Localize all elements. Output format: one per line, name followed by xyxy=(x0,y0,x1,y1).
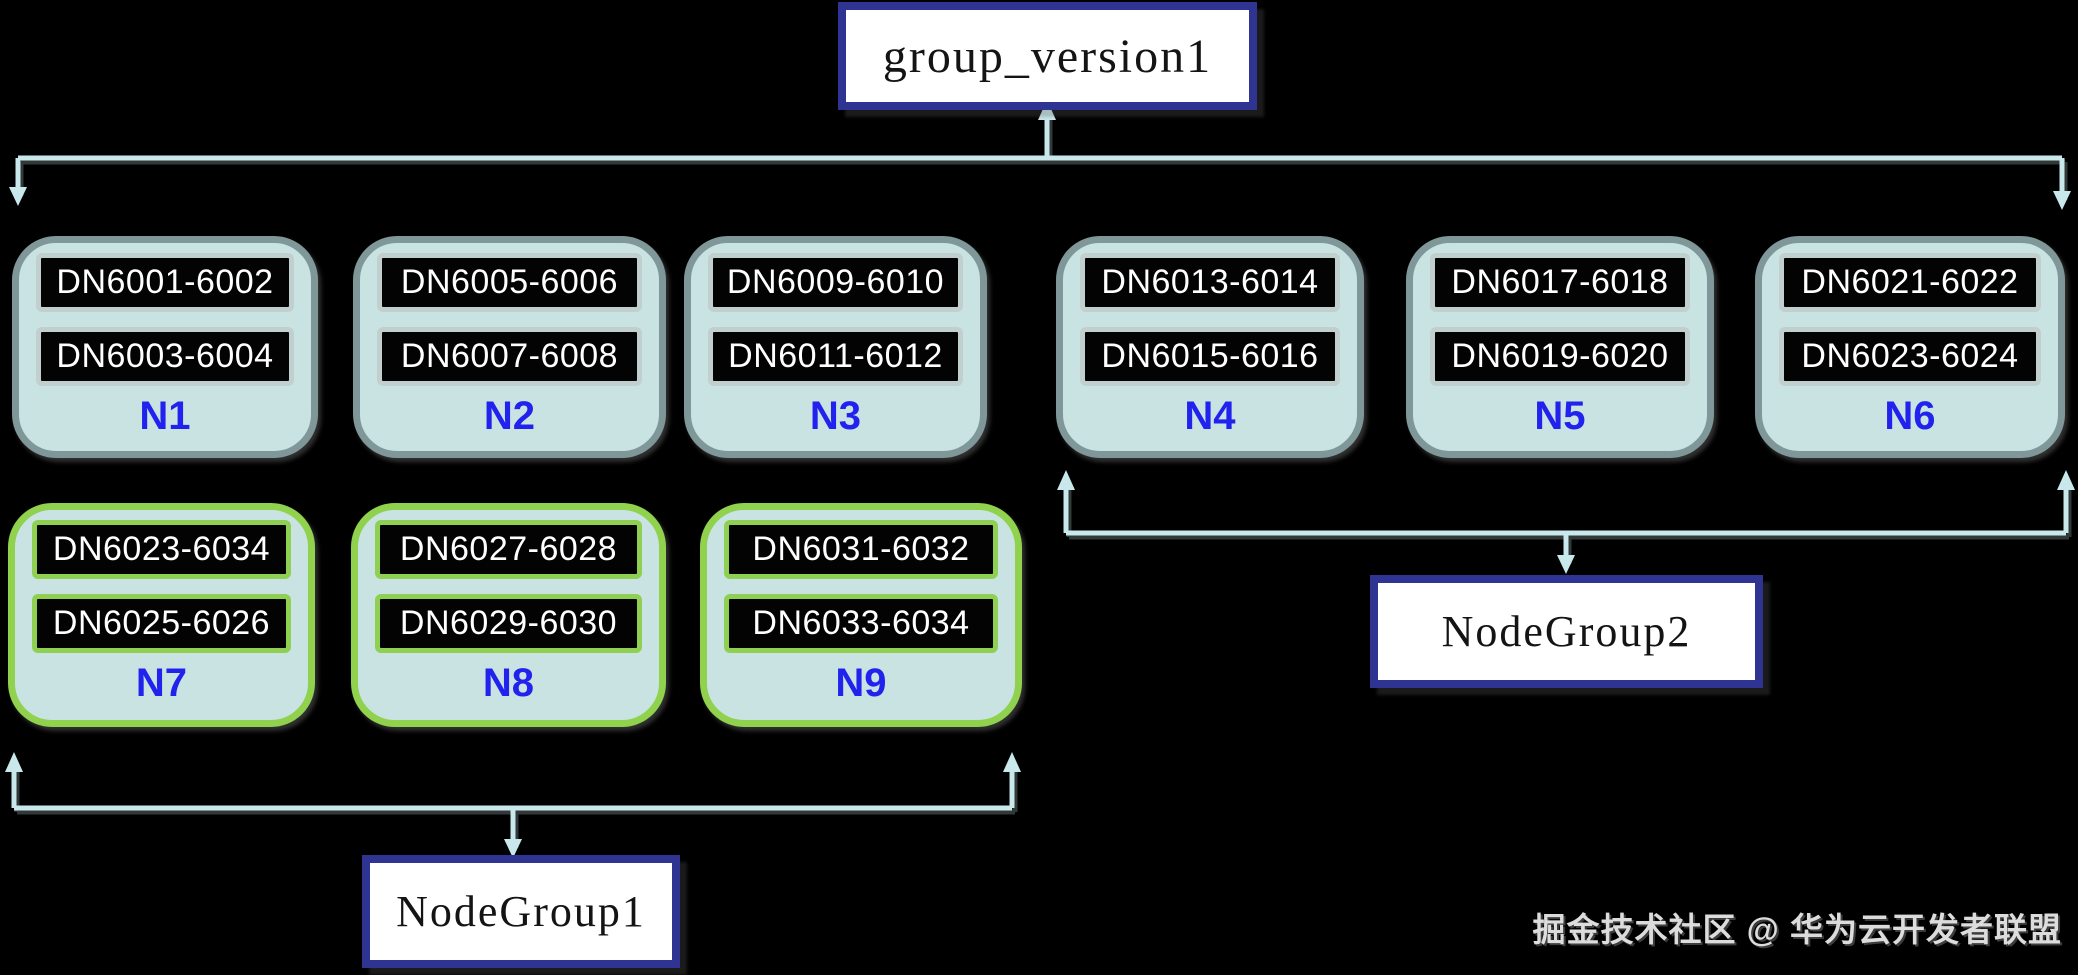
node-box-n6: DN6021-6022 DN6023-6024 N6 xyxy=(1755,236,2065,458)
arrow-up-icon xyxy=(1038,100,1056,120)
node-box-n4: DN6013-6014 DN6015-6016 N4 xyxy=(1056,236,1364,458)
arrow-down-icon xyxy=(9,187,27,206)
dn-range-chip: DN6023-6034 xyxy=(32,520,291,579)
arrow-up-icon xyxy=(1057,470,1075,490)
dn-range-label: DN6007-6008 xyxy=(400,337,619,375)
dn-range-chip: DN6017-6018 xyxy=(1430,253,1690,312)
dn-range-chip: DN6027-6028 xyxy=(375,520,642,579)
node-box-n7: DN6023-6034 DN6025-6026 N7 xyxy=(8,503,315,727)
nodegroup1-box: NodeGroup1 xyxy=(362,855,680,968)
arrow-down-icon xyxy=(1557,555,1575,574)
dn-range-label: DN6009-6010 xyxy=(726,263,945,301)
dn-range-label: DN6021-6022 xyxy=(1801,263,2019,301)
nodegroup2-box: NodeGroup2 xyxy=(1370,575,1763,688)
dn-range-label: DN6011-6012 xyxy=(728,337,943,375)
group-version-box: group_version1 xyxy=(838,2,1257,110)
dn-range-chip: DN6015-6016 xyxy=(1080,327,1340,386)
node-id-label: N9 xyxy=(835,661,887,705)
node-id-label: N3 xyxy=(809,394,862,438)
watermark-text: 掘金技术社区 @ 华为云开发者联盟 xyxy=(1532,911,2062,948)
dn-range-chip: DN6031-6032 xyxy=(724,520,998,579)
nodegroup2-label: NodeGroup2 xyxy=(1441,607,1692,656)
dn-range-label: DN6019-6020 xyxy=(1451,337,1669,375)
dn-range-label: DN6023-6034 xyxy=(52,530,271,568)
node-id-label: N1 xyxy=(139,394,191,438)
dn-range-label: DN6017-6018 xyxy=(1451,263,1669,301)
dn-range-label: DN6023-6024 xyxy=(1801,337,2019,375)
connector-arrowheads xyxy=(5,100,2075,858)
top-bracket-line xyxy=(15,114,2065,196)
dn-range-label: DN6025-6026 xyxy=(52,604,271,642)
node-box-n5: DN6017-6018 DN6019-6020 N5 xyxy=(1406,236,1714,458)
dn-range-chip: DN6001-6002 xyxy=(36,253,294,312)
dn-range-chip: DN6033-6034 xyxy=(724,594,998,653)
nodegroup1-bracket-line xyxy=(11,766,1015,844)
node-box-n9: DN6031-6032 DN6033-6034 N9 xyxy=(700,503,1022,727)
nodegroup2-bracket-line xyxy=(1063,484,2069,560)
dn-range-chip: DN6005-6006 xyxy=(377,253,642,312)
arrow-up-icon xyxy=(5,752,23,772)
arrow-down-icon xyxy=(504,839,522,858)
dn-range-chip: DN6021-6022 xyxy=(1779,253,2041,312)
dn-range-chip: DN6011-6012 xyxy=(708,327,963,386)
dn-range-label: DN6001-6002 xyxy=(56,263,274,301)
node-box-n1: DN6001-6002 DN6003-6004 N1 xyxy=(12,236,318,458)
dn-range-chip: DN6019-6020 xyxy=(1430,327,1690,386)
dn-range-label: DN6033-6034 xyxy=(752,604,970,642)
group-version-label: group_version1 xyxy=(882,29,1213,83)
dn-range-chip: DN6025-6026 xyxy=(32,594,291,653)
dn-range-chip: DN6009-6010 xyxy=(708,253,963,312)
dn-range-label: DN6029-6030 xyxy=(399,604,618,642)
dn-range-label: DN6003-6004 xyxy=(56,337,274,375)
dn-range-chip: DN6029-6030 xyxy=(375,594,642,653)
dn-range-label: DN6013-6014 xyxy=(1101,263,1319,301)
arrow-down-icon xyxy=(2053,191,2071,210)
node-box-n3: DN6009-6010 DN6011-6012 N3 xyxy=(684,236,987,458)
node-id-label: N7 xyxy=(135,661,188,705)
dn-range-chip: DN6013-6014 xyxy=(1080,253,1340,312)
node-id-label: N4 xyxy=(1184,394,1236,438)
node-box-n2: DN6005-6006 DN6007-6008 N2 xyxy=(353,236,666,458)
connector-main xyxy=(11,114,2069,844)
dn-range-label: DN6005-6006 xyxy=(400,263,619,301)
dn-range-label: DN6015-6016 xyxy=(1101,337,1319,375)
node-box-n8: DN6027-6028 DN6029-6030 N8 xyxy=(351,503,666,727)
dn-range-chip: DN6007-6008 xyxy=(377,327,642,386)
node-id-label: N8 xyxy=(482,661,535,705)
node-id-label: N2 xyxy=(483,394,536,438)
node-id-label: N6 xyxy=(1884,394,1936,438)
dn-range-chip: DN6023-6024 xyxy=(1779,327,2041,386)
dn-range-label: DN6031-6032 xyxy=(752,530,970,568)
node-id-label: N5 xyxy=(1534,394,1586,438)
nodegroup1-label: NodeGroup1 xyxy=(396,887,646,936)
arrow-up-icon xyxy=(2057,470,2075,490)
connector-shadow xyxy=(14,118,2072,848)
arrow-up-icon xyxy=(1003,752,1021,772)
dn-range-label: DN6027-6028 xyxy=(399,530,618,568)
dn-range-chip: DN6003-6004 xyxy=(36,327,294,386)
